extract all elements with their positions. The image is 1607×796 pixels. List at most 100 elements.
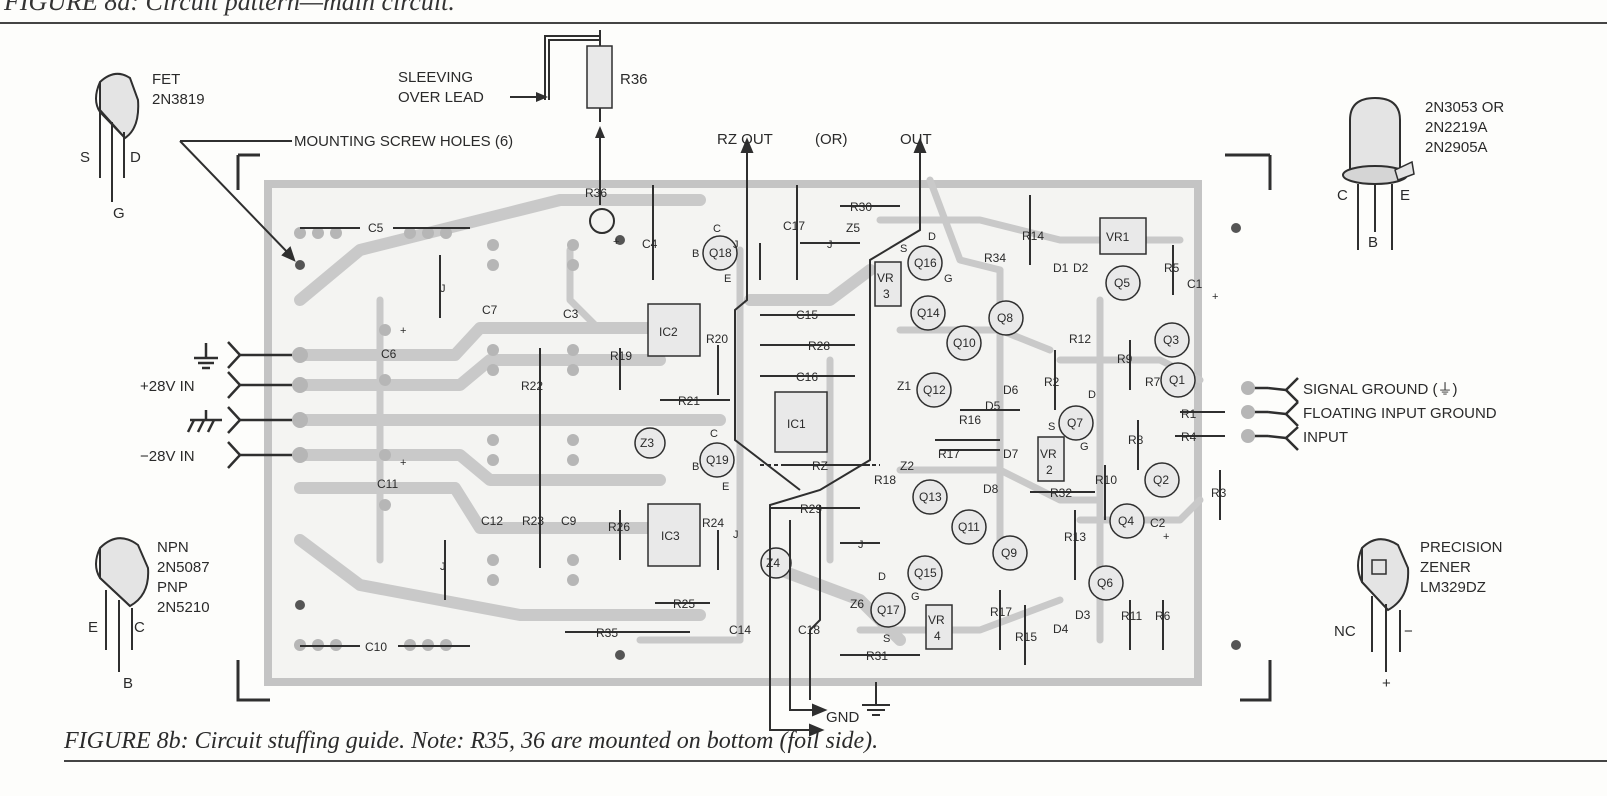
label-vr3-a: VR xyxy=(877,271,894,285)
label-vr3-b: 3 xyxy=(883,287,890,301)
label-rz: RZ xyxy=(812,459,828,473)
label-vr4-b: 4 xyxy=(934,629,941,643)
svg-text:S: S xyxy=(883,633,890,645)
r36-sleeving-drawing xyxy=(510,30,615,234)
label-c2: C2 xyxy=(1150,516,1166,530)
transistor-bodies xyxy=(634,235,1196,628)
zener-pin-nc: NC xyxy=(1334,623,1356,640)
svg-text:G: G xyxy=(944,273,953,285)
top-rule xyxy=(0,22,1607,24)
vr-bodies xyxy=(874,217,1147,650)
npn-pin-e: E xyxy=(88,619,98,636)
plus-28v-label: +28V IN xyxy=(140,378,195,395)
label-q15: Q15 xyxy=(914,566,937,580)
zener-label-3: LM329DZ xyxy=(1420,579,1486,596)
fet-package-drawing xyxy=(95,72,140,202)
label-vr1: VR1 xyxy=(1106,230,1130,244)
mounting-holes xyxy=(295,223,1241,660)
sleeving-label: SLEEVING xyxy=(398,69,473,86)
metal-can-pin-e: E xyxy=(1400,187,1410,204)
label-c6: C6 xyxy=(381,347,397,361)
label-c16: C16 xyxy=(796,370,818,384)
label-r21: R21 xyxy=(678,394,700,408)
label-q6: Q6 xyxy=(1097,576,1113,590)
label-c3: C3 xyxy=(563,307,579,321)
label-q4: Q4 xyxy=(1118,514,1134,528)
label-q18: Q18 xyxy=(709,246,732,260)
fet-pin-d: D xyxy=(130,149,141,166)
label-r8: R8 xyxy=(1128,433,1144,447)
svg-text:B: B xyxy=(692,248,699,260)
label-r3: R3 xyxy=(1211,486,1227,500)
svg-text:J: J xyxy=(858,539,864,551)
label-r32: R32 xyxy=(1050,486,1072,500)
label-q8: Q8 xyxy=(997,311,1013,325)
label-q16: Q16 xyxy=(914,256,937,270)
svg-text:J: J xyxy=(733,529,739,541)
label-r35: R35 xyxy=(596,626,618,640)
label-c14: C14 xyxy=(729,623,751,637)
label-c11: C11 xyxy=(377,477,398,491)
label-z1: Z1 xyxy=(897,379,911,393)
label-r6: R6 xyxy=(1155,609,1171,623)
label-c5: C5 xyxy=(368,221,384,235)
svg-text:+: + xyxy=(1212,291,1218,303)
label-r14: R14 xyxy=(1022,229,1044,243)
label-r29: R29 xyxy=(800,502,822,516)
figure-8a-header: FIGURE 8a: Circuit pattern—main circuit. xyxy=(4,0,455,16)
label-ic2: IC2 xyxy=(659,325,678,339)
label-r26: R26 xyxy=(608,520,630,534)
svg-text:J: J xyxy=(733,239,739,251)
over-lead-label: OVER LEAD xyxy=(398,89,484,106)
label-q9: Q9 xyxy=(1001,546,1017,560)
label-q3: Q3 xyxy=(1163,333,1179,347)
label-c17: C17 xyxy=(783,219,805,233)
svg-text:E: E xyxy=(722,481,729,493)
label-d6: D6 xyxy=(1003,383,1019,397)
label-r11: R11 xyxy=(1121,609,1142,623)
left-input-connectors xyxy=(186,341,292,469)
svg-text:C: C xyxy=(710,428,718,440)
label-d1: D1 xyxy=(1053,261,1069,275)
label-r20: R20 xyxy=(706,332,728,346)
callout-labels: FET 2N3819 S D G MOUNTING SCREW HOLES (6… xyxy=(80,69,1504,726)
zener-pin-plus: + xyxy=(1382,675,1391,692)
label-q1: Q1 xyxy=(1169,373,1185,387)
label-d2: D2 xyxy=(1073,261,1089,275)
svg-text:J: J xyxy=(440,561,446,573)
out-label: OUT xyxy=(900,131,932,148)
svg-text:+: + xyxy=(613,236,619,248)
label-c7: C7 xyxy=(482,303,498,317)
label-r24: R24 xyxy=(702,516,724,530)
mounting-holes-label: MOUNTING SCREW HOLES (6) xyxy=(294,133,513,150)
pcb-board xyxy=(264,176,1241,686)
ic-bodies xyxy=(647,303,828,567)
svg-text:D: D xyxy=(928,231,936,243)
label-d3: D3 xyxy=(1075,608,1091,622)
svg-text:S: S xyxy=(900,243,907,255)
label-r10: R10 xyxy=(1095,473,1117,487)
label-c15: C15 xyxy=(796,308,818,322)
ground-symbol-bottom xyxy=(862,682,890,716)
label-z4: Z4 xyxy=(766,556,780,570)
label-r9: R9 xyxy=(1117,352,1133,366)
svg-text:+: + xyxy=(1163,531,1169,543)
label-r2: R2 xyxy=(1044,375,1060,389)
label-q11: Q11 xyxy=(958,520,980,534)
figure-8b-caption: FIGURE 8b: Circuit stuffing guide. Note:… xyxy=(64,728,879,754)
label-r4: R4 xyxy=(1181,430,1197,444)
pnp-label: PNP xyxy=(157,579,188,596)
label-vr4-a: VR xyxy=(928,613,945,627)
label-c12: C12 xyxy=(481,514,503,528)
label-c9: C9 xyxy=(561,514,577,528)
label-d5: D5 xyxy=(985,399,1001,413)
npn-label: NPN xyxy=(157,539,189,556)
mounting-pointer-lines xyxy=(179,140,296,262)
fet-part-number: 2N3819 xyxy=(152,91,205,108)
metal-can-label-3: 2N2905A xyxy=(1425,139,1488,156)
label-d8: D8 xyxy=(983,482,999,496)
label-z6: Z6 xyxy=(850,597,864,611)
npn-pin-b: B xyxy=(123,675,133,692)
zener-pin-minus: − xyxy=(1404,623,1413,640)
bottom-rule xyxy=(64,760,1607,762)
